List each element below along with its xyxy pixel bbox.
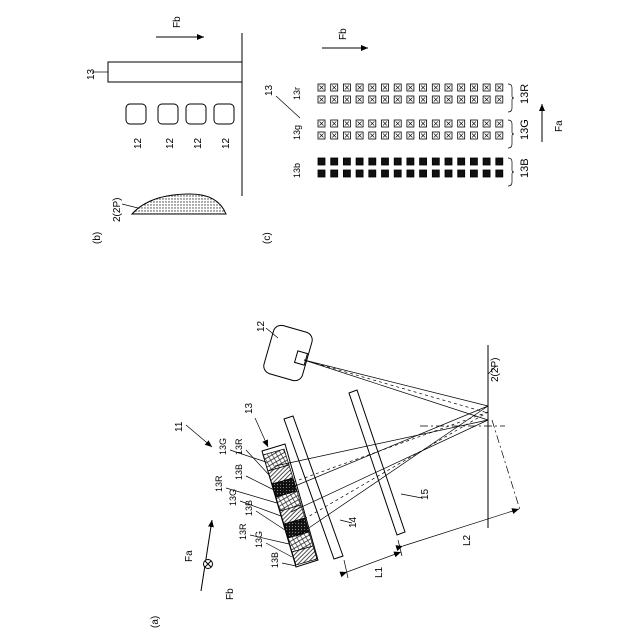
pixel-cell-b: [356, 170, 363, 177]
fa-label-c: Fa: [554, 120, 565, 132]
pixel-cell-b: [470, 158, 477, 165]
pixel-cell-b: [458, 170, 465, 177]
group-label-b: 13b: [292, 163, 302, 178]
panel-c: (c) Fb 13 Fa 13r 13g 13b 13R 13G 13B: [262, 28, 565, 244]
array-label-c: 13: [264, 84, 275, 96]
row-label: 13R: [238, 523, 248, 540]
pixel-grid: [318, 84, 503, 177]
array-label-arrow: [255, 418, 268, 447]
pixel-cell-b: [382, 170, 389, 177]
band-label-g: 13G: [519, 119, 531, 140]
l1-label: L1: [374, 566, 385, 578]
pixel-cell-b: [496, 158, 503, 165]
pixel-cell-b: [432, 170, 439, 177]
projector-b: [158, 104, 178, 124]
pixel-cell-b: [382, 158, 389, 165]
screen-label: 2(2P): [490, 358, 501, 382]
projector-label-b: 12: [165, 137, 176, 149]
group-label-r: 13r: [292, 87, 302, 100]
projector-b: [186, 104, 206, 124]
projectors-b: 12 12 12 12: [126, 104, 234, 149]
projector-b: [214, 104, 234, 124]
row-label: 13B: [234, 464, 244, 480]
screen: 2(2P): [420, 345, 520, 528]
pixel-cell-b: [394, 158, 401, 165]
pixel-cell-b: [470, 170, 477, 177]
plate-15: 15: [349, 390, 431, 535]
group-label-g: 13g: [292, 125, 302, 140]
pixel-cell-b: [407, 158, 414, 165]
row-label: 13G: [228, 489, 238, 506]
array-label-b: 13: [86, 68, 97, 80]
row-label: 13G: [254, 531, 264, 548]
device-arrow: [186, 425, 212, 447]
row-label: 13B: [244, 500, 254, 516]
fb-label-c: Fb: [338, 28, 349, 40]
l2-dimension: [403, 509, 519, 546]
pixel-cell-b: [407, 170, 414, 177]
pixel-cell-b: [394, 170, 401, 177]
direction-indicator-a: Fa Fb: [184, 520, 236, 600]
fb-label: Fb: [225, 588, 236, 600]
pixel-cell-b: [318, 158, 325, 165]
pixel-cell-b: [369, 158, 376, 165]
panel-b-caption: (b): [92, 232, 103, 244]
pixel-cell-b: [331, 170, 338, 177]
fb-label-b: Fb: [172, 16, 183, 28]
band-label-r: 13R: [519, 84, 531, 104]
array-label-a: 13: [244, 402, 255, 414]
projector-label: 12: [256, 320, 267, 332]
light-source-array-b: [108, 62, 242, 82]
projector: 12: [256, 320, 488, 420]
pixel-cell-b: [343, 158, 350, 165]
pixel-cell-b: [496, 170, 503, 177]
device-label: 11: [174, 421, 185, 432]
fa-label: Fa: [184, 550, 195, 562]
group-band-labels: 13R 13G 13B: [508, 84, 531, 186]
screen-label-b: 2(2P): [112, 198, 123, 222]
projector-label-b: 12: [221, 137, 232, 149]
pixel-cell-b: [432, 158, 439, 165]
pixel-cell-b: [369, 170, 376, 177]
panel-c-caption: (c): [262, 232, 273, 244]
pixel-cell-b: [445, 170, 452, 177]
group-row-labels: 13r 13g 13b: [292, 87, 302, 178]
row-label: 13B: [270, 552, 280, 568]
row-label: 13R: [214, 475, 224, 492]
pixel-cell-b: [483, 170, 490, 177]
light-beams: [275, 406, 488, 536]
pixel-cell-b: [343, 170, 350, 177]
screen-lens-b: [132, 194, 226, 214]
pixel-cell-b: [458, 158, 465, 165]
projector-label-b: 12: [193, 137, 204, 149]
pixel-cell-b: [483, 158, 490, 165]
pixel-cell-b: [420, 170, 427, 177]
row-label: 13G: [218, 438, 228, 455]
pixel-cell-b: [356, 158, 363, 165]
fa-arrow: [201, 520, 212, 591]
panel-b: (b) Fb 13 12 12 12 12 2(2P): [86, 16, 242, 244]
panel-a: (a) Fa Fb 11 13 13: [150, 320, 520, 628]
pixel-cell-b: [445, 158, 452, 165]
panel-a-caption: (a): [150, 616, 161, 628]
pixel-cell-b: [420, 158, 427, 165]
pixel-cell-b: [331, 158, 338, 165]
projector-label-b: 12: [133, 137, 144, 149]
pixel-cell-b: [318, 170, 325, 177]
projector-b: [126, 104, 146, 124]
row-label: 13R: [234, 438, 244, 455]
band-label-b: 13B: [519, 158, 531, 178]
l2-label: L2: [462, 534, 473, 546]
dimension-lines: L1 L2: [344, 509, 519, 578]
